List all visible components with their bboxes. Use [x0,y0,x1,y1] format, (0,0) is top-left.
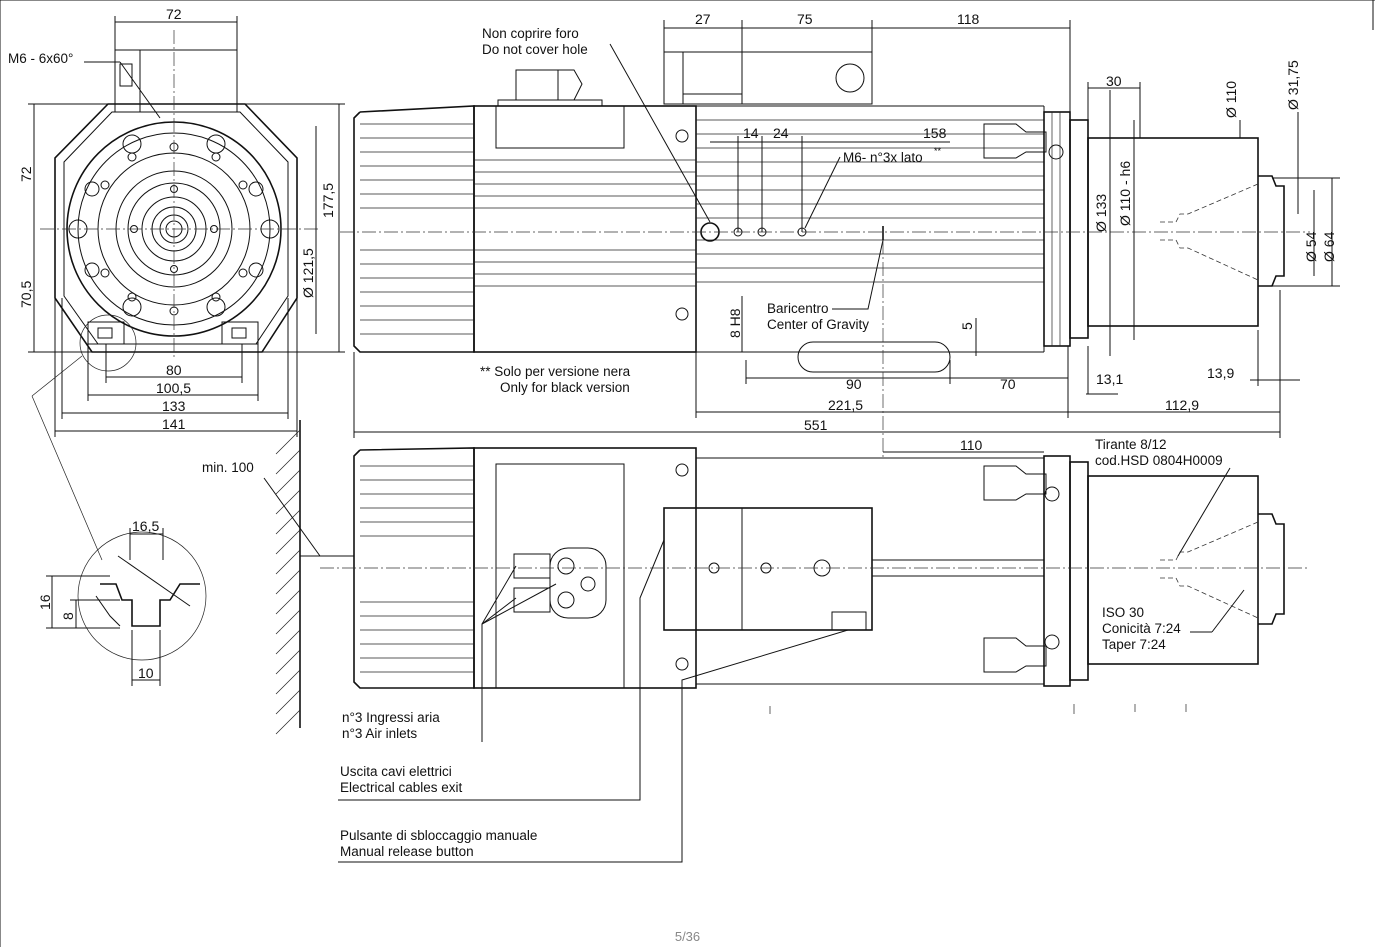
dim-54: Ø 54 [1303,231,1319,262]
note-conicity: Conicità 7:24 [1102,621,1181,636]
dim-121-5: Ø 121,5 [300,248,316,298]
note-release-it: Pulsante di sbloccaggio manuale [340,828,537,843]
note-cable-en: Electrical cables exit [340,780,463,795]
dim-72-top: 72 [166,6,182,22]
dim-16: 16 [37,594,53,610]
note-cog-it: Baricentro [767,301,829,316]
top-view [340,51,1310,353]
top-view-dimensions: 27 75 118 Non coprire foro Do not cover … [353,11,1340,438]
dim-31-75: Ø 31,75 [1285,60,1301,110]
front-view-dimensions: 72 72 70,5 177,5 Ø 121,5 80 100,5 133 14… [8,6,345,437]
cooling-fins-left [360,123,474,335]
note-black-it: ** Solo per versione nera [480,364,631,379]
dim-14: 14 [743,125,759,141]
dim-5: 5 [959,322,975,330]
front-view [40,30,320,372]
note-release-en: Manual release button [340,844,474,859]
note-black-en: Only for black version [500,380,630,395]
dim-72-left: 72 [18,166,34,182]
page-number: 5/36 [674,929,701,944]
dim-133: 133 [162,398,186,414]
dim-133-dia: Ø 133 [1093,194,1109,232]
dim-min-100: min. 100 [202,460,254,475]
dim-13-9: 13,9 [1207,365,1234,381]
dim-16-5: 16,5 [132,518,159,534]
dim-551: 551 [804,417,828,433]
note-hole-it: Non coprire foro [482,26,579,41]
cooling-fins-mid [474,119,1044,287]
note-m6-side: M6- n°3x lato [843,150,923,165]
dim-158: 158 [923,125,947,141]
note-taper: Taper 7:24 [1102,637,1166,652]
dim-24: 24 [773,125,789,141]
dim-10: 10 [138,665,154,681]
cooling-fins-side [360,465,474,673]
note-air-en: n°3 Air inlets [342,726,417,741]
dim-13-1: 13,1 [1096,371,1123,387]
note-iso: ISO 30 [1102,605,1144,620]
note-tie-rod: Tirante 8/12 [1095,437,1167,452]
note-cog-en: Center of Gravity [767,317,869,332]
note-tie-code: cod.HSD 0804H0009 [1095,453,1223,468]
side-view: min. 100 [202,240,1310,735]
dim-112-9: 112,9 [1165,397,1199,413]
dim-30: 30 [1106,73,1122,89]
dim-177-5: 177,5 [320,183,336,218]
note-hole-en: Do not cover hole [482,42,588,57]
dim-27: 27 [695,11,711,27]
dim-64: Ø 64 [1321,231,1337,262]
dim-8h8: 8 H8 [727,308,743,338]
dim-110: Ø 110 [1223,81,1239,118]
dim-90: 90 [846,376,862,392]
dim-80: 80 [166,362,182,378]
note-air-it: n°3 Ingressi aria [342,710,440,725]
dim-8: 8 [60,612,76,620]
dim-100-5: 100,5 [156,380,191,396]
dim-70-5: 70,5 [18,281,34,308]
dim-118: 118 [957,11,980,27]
dim-141: 141 [162,416,186,432]
dim-221-5: 221,5 [828,397,863,413]
dim-70: 70 [1000,376,1016,392]
note-m6-thread: M6 - 6x60° [8,51,73,66]
dim-110-lower: 110 [960,437,983,453]
note-cable-it: Uscita cavi elettrici [340,764,452,779]
dim-75: 75 [797,11,813,27]
side-view-labels: Tirante 8/12 cod.HSD 0804H0009 ISO 30 Co… [338,437,1245,863]
dim-110-h6: Ø 110 - h6 [1117,161,1133,226]
detail-view: 16,5 16 8 10 [31,355,207,686]
note-m6-star: ** [934,146,942,156]
